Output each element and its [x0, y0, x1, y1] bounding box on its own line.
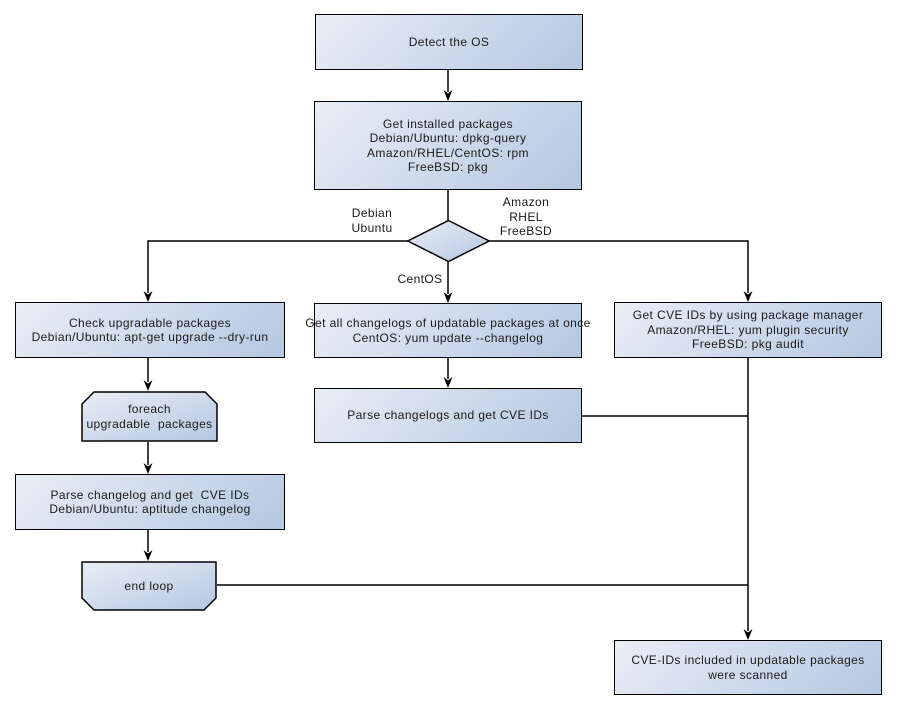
node-scan-result-label: CVE-IDs included in updatable packages w…	[631, 653, 865, 682]
node-parse-changelog-debian: Parse changelog and get CVE IDs Debian/U…	[15, 474, 285, 530]
node-parse-changelog-debian-label: Parse changelog and get CVE IDs Debian/U…	[49, 487, 251, 517]
node-end-loop: end loop	[81, 561, 217, 611]
node-end-loop-label: end loop	[124, 578, 174, 593]
node-get-all-changelogs-label: Get all changelogs of updatable packages…	[305, 316, 591, 345]
node-detect-os: Detect the OS	[315, 14, 583, 70]
node-foreach-loop: foreach upgradable packages	[81, 391, 218, 442]
node-foreach-loop-label: foreach upgradable packages	[86, 402, 213, 431]
node-detect-os-label: Detect the OS	[408, 34, 490, 49]
node-os-decision	[406, 219, 491, 263]
node-check-upgradable-packages: Check upgradable packages Debian/Ubuntu:…	[15, 302, 285, 358]
loop-end-shape-icon	[81, 561, 217, 611]
edge-label-debian-ubuntu: Debian Ubuntu	[351, 206, 393, 235]
node-get-cve-package-manager: Get CVE IDs by using package manager Ama…	[614, 302, 882, 358]
diamond-shape-icon	[406, 219, 491, 263]
node-get-cve-package-manager-label: Get CVE IDs by using package manager Ama…	[632, 308, 864, 352]
node-parse-changelogs-centos-label: Parse changelogs and get CVE IDs	[347, 408, 549, 423]
node-parse-changelogs-centos: Parse changelogs and get CVE IDs	[314, 388, 582, 443]
node-get-all-changelogs: Get all changelogs of updatable packages…	[305, 303, 590, 358]
node-check-upgradable-packages-label: Check upgradable packages Debian/Ubuntu:…	[31, 315, 269, 345]
node-scan-result: CVE-IDs included in updatable packages w…	[614, 640, 882, 695]
edge-label-amazon-rhel-freebsd: Amazon RHEL FreeBSD	[499, 195, 553, 238]
node-get-installed-packages: Get installed packages Debian/Ubuntu: dp…	[314, 101, 582, 190]
node-get-installed-packages-label: Get installed packages Debian/Ubuntu: dp…	[367, 116, 529, 175]
loop-start-shape-icon	[81, 391, 218, 442]
edge-label-centos: CentOS	[397, 272, 443, 286]
